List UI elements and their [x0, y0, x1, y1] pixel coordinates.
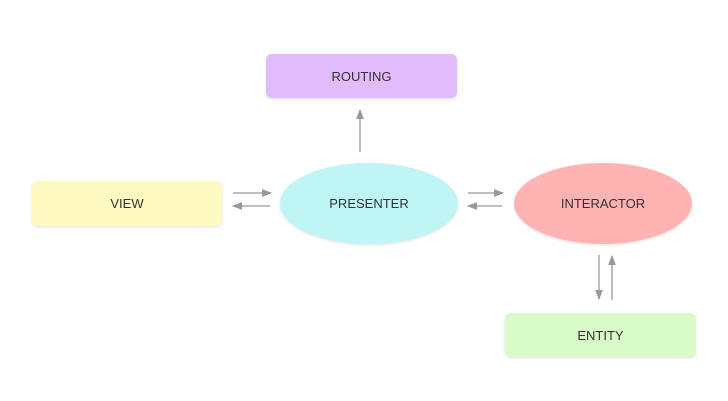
presenter-node: PRESENTER	[280, 163, 458, 244]
interactor-node: INTERACTOR	[514, 163, 692, 244]
routing-label: ROUTING	[331, 68, 392, 84]
view-node: VIEW	[32, 181, 222, 226]
presenter-label: PRESENTER	[329, 196, 409, 211]
entity-node: ENTITY	[505, 313, 696, 357]
entity-label: ENTITY	[577, 327, 624, 343]
view-label: VIEW	[110, 196, 144, 211]
routing-node: ROUTING	[266, 54, 457, 98]
interactor-label: INTERACTOR	[560, 196, 646, 211]
